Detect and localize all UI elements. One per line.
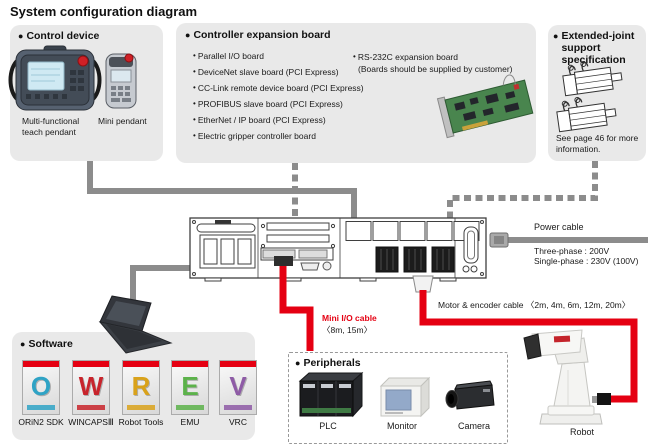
package-label: WINCAPSⅢ: [68, 417, 114, 427]
board-item: •DeviceNet slave board (PCI Express): [193, 67, 339, 77]
camera-label: Camera: [457, 421, 490, 431]
bullet-icon: ●: [185, 30, 191, 40]
expansion-board-cable: [287, 163, 302, 242]
package-strip: [224, 405, 252, 410]
motor-encoder-cable-label: Motor & encoder cable 〈2m, 4m, 6m, 12m, …: [438, 300, 631, 310]
software-package-wincaps: W: [72, 360, 110, 415]
laptop-cable: [130, 261, 276, 301]
monitor-label: Monitor: [386, 421, 417, 431]
extended-joint-header: ● Extended-joint support specification: [553, 30, 635, 67]
package-strip: [77, 405, 105, 410]
expansion-board-box: ● Controller expansion board •Parallel I…: [176, 23, 536, 163]
board-item: •Parallel I/O board: [193, 51, 264, 61]
extended-joint-note: See page 46 for more information.: [556, 133, 639, 154]
extended-joint-box: ● Extended-joint support specification S…: [548, 25, 646, 161]
control-device-header: ● Control device: [18, 30, 100, 42]
software-package-vrc: V: [219, 360, 257, 415]
package-top-band: [220, 361, 256, 367]
peripherals-box: ● Peripherals PLC Monitor Camera: [288, 352, 508, 444]
package-letter: W: [78, 370, 104, 401]
plc-label: PLC: [319, 421, 337, 431]
board-item: •Electric gripper controller board: [193, 131, 316, 141]
package-strip: [176, 405, 204, 410]
bullet-icon: ●: [18, 31, 24, 41]
package-letter: E: [181, 370, 199, 401]
package-letter: O: [30, 370, 52, 401]
package-strip: [27, 405, 55, 410]
software-package-robot-tools: R: [122, 360, 160, 415]
software-header: ● Software: [20, 338, 73, 350]
software-box: ● Software O W R E V ORiN2 SDK: [12, 332, 257, 440]
board-item: •PROFIBUS slave board (PCI Express): [193, 99, 343, 109]
board-item: •CC-Link remote device board (PCI Expres…: [193, 83, 364, 93]
package-strip: [127, 405, 155, 410]
package-top-band: [73, 361, 109, 367]
bullet-icon: ●: [553, 31, 559, 41]
package-letter: V: [229, 370, 247, 401]
mini-pendant-label: Mini pendant: [98, 116, 147, 126]
package-label: Robot Tools: [118, 417, 164, 427]
mini-io-cable-label: Mini I/O cable: [322, 313, 377, 323]
package-top-band: [123, 361, 159, 367]
bullet-icon: ●: [20, 339, 26, 349]
expansion-board-header: ● Controller expansion board: [185, 29, 331, 41]
software-package-orin2: O: [22, 360, 60, 415]
robot-controller-art: [189, 217, 487, 282]
robot-arm-art: [523, 329, 603, 425]
package-letter: R: [131, 370, 151, 401]
teach-pendant-label: Multi-functional teach pendant: [22, 116, 80, 137]
mini-io-cable-spec: 〈8m, 15m〉: [322, 325, 373, 335]
board-item: •EtherNet / IP board (PCI Express): [193, 115, 326, 125]
robot-logo-badge: [553, 335, 571, 343]
page-title: System configuration diagram: [10, 4, 198, 19]
package-label: ORiN2 SDK: [18, 417, 64, 427]
robot-label: Robot: [569, 427, 595, 437]
package-top-band: [172, 361, 208, 367]
power-cable: [489, 232, 648, 248]
control-device-box: ● Control device Multi-functional teach …: [10, 25, 163, 161]
software-package-emu: E: [171, 360, 209, 415]
power-cable-label: Power cable: [534, 222, 584, 232]
control-device-cable: [87, 161, 361, 263]
bullet-icon: ●: [295, 358, 301, 368]
board-item-right: •RS-232C expansion board: [353, 52, 458, 62]
board-note: (Boards should be supplied by customer): [358, 64, 513, 74]
robot-end-effector: [523, 333, 542, 360]
package-top-band: [23, 361, 59, 367]
package-label: VRC: [229, 417, 247, 427]
mini-io-cable: [274, 256, 314, 351]
package-label: EMU: [180, 417, 200, 427]
peripherals-header: ● Peripherals: [295, 357, 361, 369]
power-cable-spec2: Single-phase : 230V (100V): [534, 256, 639, 266]
